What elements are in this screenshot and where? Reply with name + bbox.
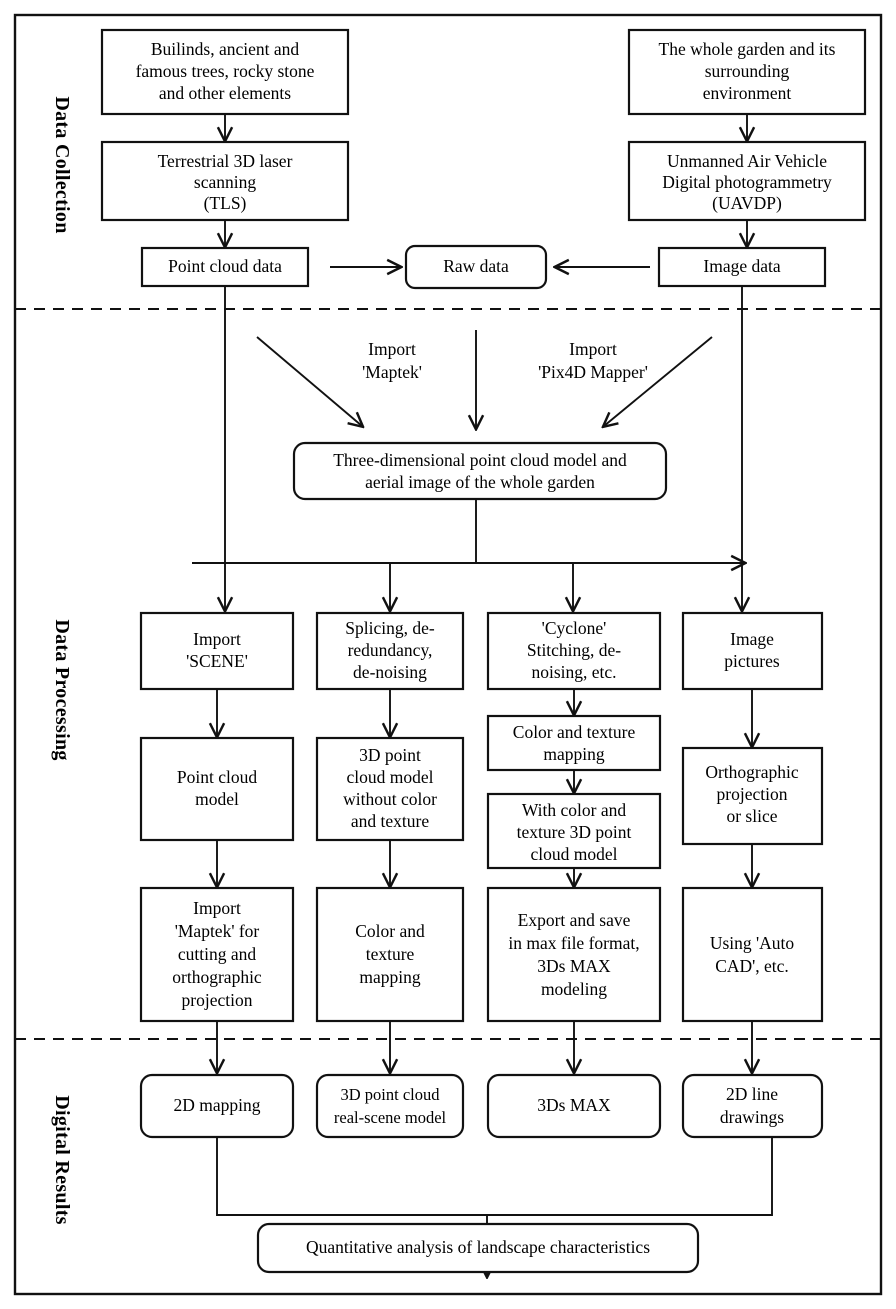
node-point-cloud-model-line-2: model (195, 789, 239, 809)
node-color-texture-mapping-3-line-2: mapping (543, 744, 604, 764)
node-model-no-color-line-4: and texture (351, 811, 429, 831)
node-targets-uav[interactable] (627, 28, 867, 116)
node-raw-data-label: Raw data (443, 256, 509, 276)
node-targets-uav-line-1: The whole garden and its (659, 39, 836, 59)
node-export-max-line-1: Export and save (518, 910, 631, 930)
node-color-texture-mapping-2-line-3: mapping (359, 967, 420, 987)
node-ortho-projection-line-3: or slice (726, 806, 777, 826)
bus-results-collector (216, 1137, 773, 1216)
node-import-scene-line-1: Import (193, 629, 241, 649)
node-quantitative-analysis[interactable] (256, 1222, 700, 1274)
node-point-cloud-data[interactable] (140, 246, 310, 288)
node-result-2d-line[interactable] (681, 1073, 824, 1139)
node-import-maptek-cut-line-2: 'Maptek' for (175, 921, 260, 941)
section-label-data-processing: Data Processing (51, 619, 73, 760)
node-auto-cad-line-2: CAD', etc. (715, 956, 789, 976)
node-model-with-color-line-2: texture 3D point (517, 822, 632, 842)
node-model-with-color-line-1: With color and (522, 800, 627, 820)
node-cyclone-line-2: Stitching, de- (527, 640, 621, 660)
node-model-with-color-line-3: cloud model (531, 844, 618, 864)
node-three-d-model-line-1: Three-dimensional point cloud model and (333, 450, 627, 470)
node-uavdp-line-2: Digital photogrammetry (662, 172, 832, 192)
node-cyclone-line-3: noising, etc. (531, 662, 616, 682)
node-import-maptek-cut-line-4: orthographic (172, 967, 262, 987)
node-cyclone-line-1: 'Cyclone' (542, 618, 607, 638)
node-result-3d-real-scene[interactable] (315, 1073, 465, 1139)
node-image-data-label: Image data (703, 256, 780, 276)
node-tls-line-3: (TLS) (204, 193, 247, 213)
node-tls[interactable] (100, 140, 350, 222)
node-color-texture-mapping-3[interactable] (486, 714, 662, 772)
node-color-texture-mapping-2-line-1: Color and (355, 921, 425, 941)
node-import-maptek-cut-line-5: projection (182, 990, 253, 1010)
node-uavdp-line-3: (UAVDP) (712, 193, 782, 213)
node-image-data[interactable] (657, 246, 827, 288)
node-splicing[interactable] (315, 611, 465, 691)
node-color-texture-mapping-3-line-1: Color and texture (513, 722, 636, 742)
arrow-maptek-import-diagonal (256, 336, 362, 426)
edge-label-import-maptek-line-2: 'Maptek' (362, 362, 422, 382)
node-result-2d-line-line-1: 2D line (726, 1084, 778, 1104)
node-model-no-color-line-2: cloud model (347, 767, 434, 787)
node-result-3d-real-scene-line-1: 3D point cloud (341, 1085, 441, 1104)
node-result-2d-mapping-label: 2D mapping (173, 1095, 260, 1115)
section-label-digital-results: Digital Results (51, 1095, 73, 1225)
node-import-maptek-cut-line-3: cutting and (178, 944, 256, 964)
node-import-maptek-cut-line-1: Import (193, 898, 241, 918)
node-auto-cad-line-1: Using 'Auto (710, 933, 795, 953)
node-targets-tls-line-1: Builinds, ancient and (151, 39, 299, 59)
node-splicing-line-1: Splicing, de- (345, 618, 435, 638)
diagram-border (13, 13, 883, 1296)
section-label-data-collection: Data Collection (51, 96, 73, 233)
node-three-d-model[interactable] (292, 441, 668, 501)
node-point-cloud-model[interactable] (139, 736, 295, 842)
arrow-pix4d-import-diagonal (604, 336, 713, 426)
node-targets-uav-line-2: surrounding (705, 61, 790, 81)
node-tls-line-2: scanning (194, 172, 256, 192)
node-model-no-color-line-3: without color (343, 789, 437, 809)
node-point-cloud-data-label: Point cloud data (168, 256, 282, 276)
node-splicing-line-2: redundancy, (348, 640, 433, 660)
node-point-cloud-model-line-1: Point cloud (177, 767, 257, 787)
node-uavdp-line-1: Unmanned Air Vehicle (667, 151, 827, 171)
node-export-max-line-4: modeling (541, 979, 607, 999)
node-uavdp[interactable] (627, 140, 867, 222)
node-result-3ds-max[interactable] (486, 1073, 662, 1139)
node-export-max[interactable] (486, 886, 662, 1023)
node-image-pictures-line-2: pictures (724, 651, 780, 671)
node-targets-tls-line-3: and other elements (159, 83, 291, 103)
node-model-no-color-line-1: 3D point (359, 745, 421, 765)
node-tls-line-1: Terrestrial 3D laser (158, 151, 293, 171)
edge-label-import-pix4d-line-1: Import (569, 339, 617, 359)
node-result-3d-real-scene-line-2: real-scene model (334, 1108, 447, 1127)
edge-label-import-pix4d-line-2: 'Pix4D Mapper' (538, 362, 648, 382)
node-result-2d-line-line-2: drawings (720, 1107, 784, 1127)
node-cyclone[interactable] (486, 611, 662, 691)
node-model-no-color[interactable] (315, 736, 465, 842)
edge-label-import-maptek-line-1: Import (368, 339, 416, 359)
node-export-max-line-2: in max file format, (508, 933, 639, 953)
node-auto-cad[interactable] (681, 886, 824, 1023)
node-color-texture-mapping-2-line-2: texture (366, 944, 415, 964)
node-model-with-color[interactable] (486, 792, 662, 870)
node-raw-data[interactable] (404, 244, 548, 290)
node-export-max-line-3: 3Ds MAX (537, 956, 611, 976)
node-ortho-projection-line-1: Orthographic (705, 762, 799, 782)
node-three-d-model-line-2: aerial image of the whole garden (365, 472, 595, 492)
node-import-scene[interactable] (139, 611, 295, 691)
node-ortho-projection-line-2: projection (717, 784, 788, 804)
node-image-pictures[interactable] (681, 611, 824, 691)
node-ortho-projection[interactable] (681, 746, 824, 846)
node-targets-tls-line-2: famous trees, rocky stone (136, 61, 315, 81)
node-quantitative-analysis-label: Quantitative analysis of landscape chara… (306, 1237, 650, 1257)
node-import-scene-line-2: 'SCENE' (186, 651, 248, 671)
node-image-pictures-line-1: Image (730, 629, 774, 649)
node-color-texture-mapping-2[interactable] (315, 886, 465, 1023)
node-targets-uav-line-3: environment (703, 83, 792, 103)
node-splicing-line-3: de-noising (353, 662, 427, 682)
node-result-3ds-max-label: 3Ds MAX (537, 1095, 611, 1115)
